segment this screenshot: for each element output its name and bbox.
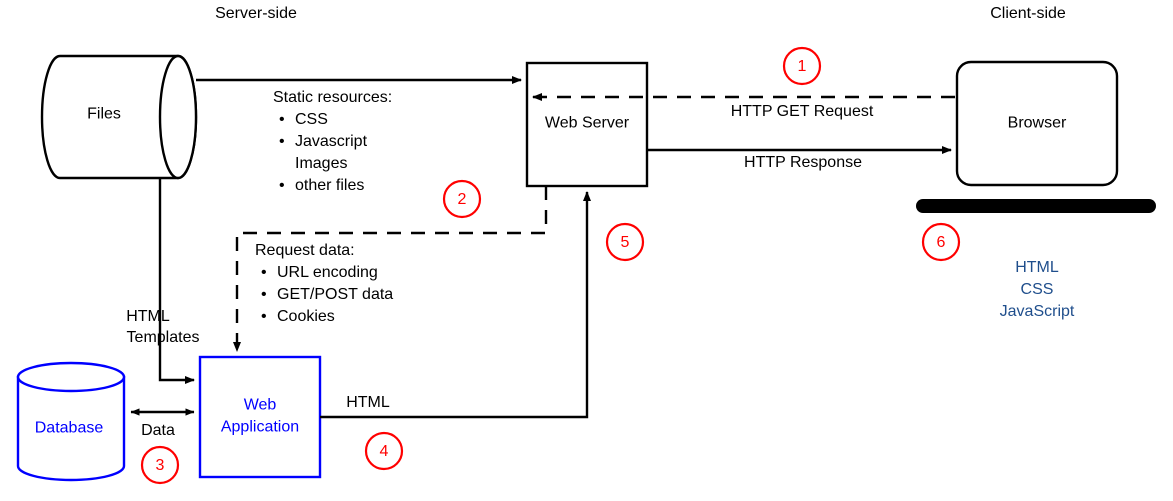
static-resources-item-2: Images	[273, 153, 392, 175]
step-circle-4	[364, 431, 404, 471]
step-number-1: 1	[797, 58, 807, 75]
request-data-item-0: • URL encoding	[255, 262, 393, 284]
static-resources-item-label: other files	[295, 177, 365, 194]
bullet-icon: •	[279, 111, 285, 128]
node-label-browser: Browser	[1007, 114, 1067, 132]
request-data-item-label: URL encoding	[277, 264, 378, 281]
static-resources-block: Static resources: • CSS • Javascript Ima…	[273, 87, 392, 197]
node-label-files: Files	[87, 105, 121, 123]
step-number-4: 4	[379, 443, 389, 460]
step-circle-6	[921, 222, 961, 262]
title-server-side: Server-side	[215, 5, 297, 22]
title-client-side: Client-side	[990, 5, 1066, 22]
bullet-icon: •	[279, 133, 285, 150]
request-data-block: Request data: • URL encoding • GET/POST …	[255, 240, 393, 328]
bullet-icon: •	[279, 177, 285, 194]
request-data-item-label: Cookies	[277, 308, 335, 325]
edge-request-data	[233, 186, 548, 352]
step-number-6: 6	[936, 234, 946, 251]
database-cylinder	[16, 361, 126, 482]
client-tech-css: CSS	[1020, 281, 1054, 298]
edge-label-html-templates-line1: HTML	[126, 308, 170, 325]
bullet-icon: •	[261, 264, 267, 281]
static-resources-item-1: • Javascript	[273, 131, 392, 153]
node-label-web-application-line1: Web	[243, 396, 277, 414]
edge-html-templates	[158, 178, 195, 384]
client-tech-html: HTML	[1015, 259, 1059, 276]
edge-label-http-response: HTTP Response	[744, 154, 862, 171]
step-number-3: 3	[155, 457, 165, 474]
request-data-header: Request data:	[255, 242, 355, 259]
web-server-box	[525, 61, 649, 188]
edge-label-data: Data	[141, 422, 175, 439]
edge-label-html: HTML	[346, 394, 390, 411]
static-resources-item-0: • CSS	[273, 109, 392, 131]
static-resources-item-label: CSS	[295, 111, 328, 128]
client-tech-javascript: JavaScript	[999, 303, 1075, 320]
step-circles	[140, 46, 961, 485]
laptop-base-bar	[916, 199, 1156, 213]
node-label-web-server: Web Server	[544, 114, 630, 132]
static-resources-item-label: Javascript	[295, 133, 368, 150]
static-resources-item-label: Images	[295, 155, 348, 172]
static-resources-header: Static resources:	[273, 89, 393, 106]
step-circle-1	[782, 46, 822, 86]
request-data-item-2: • Cookies	[255, 306, 393, 328]
edge-label-html-templates-line2: Templates	[126, 329, 200, 346]
edge-label-http-get: HTTP GET Request	[730, 103, 874, 120]
step-number-2: 2	[457, 191, 467, 208]
browser-box	[955, 60, 1119, 187]
edge-html-to-webserver	[320, 191, 591, 419]
step-circle-5	[605, 222, 645, 262]
request-data-item-label: GET/POST data	[277, 286, 394, 303]
bullet-icon: •	[261, 308, 267, 325]
node-label-database: Database	[34, 419, 104, 437]
bullet-icon: •	[261, 286, 267, 303]
step-circle-2	[442, 179, 482, 219]
step-circle-3	[140, 445, 180, 485]
node-label-web-application-line2: Application	[220, 418, 300, 436]
step-number-5: 5	[620, 234, 630, 251]
request-data-item-1: • GET/POST data	[255, 284, 393, 306]
files-cylinder	[40, 54, 198, 180]
static-resources-item-3: • other files	[273, 175, 392, 197]
web-application-box	[198, 355, 322, 479]
